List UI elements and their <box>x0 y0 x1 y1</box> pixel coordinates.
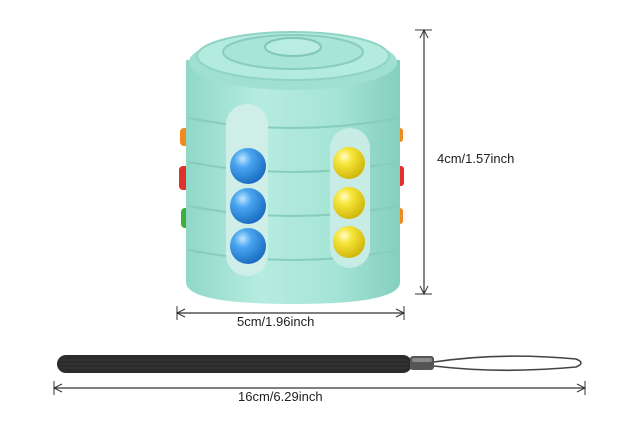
yellow-ball <box>333 226 365 258</box>
strap-length-label: 16cm/6.29inch <box>238 389 323 404</box>
width-label: 5cm/1.96inch <box>237 314 315 329</box>
height-label: 4cm/1.57inch <box>437 151 515 166</box>
strap-dimension <box>52 381 587 395</box>
blue-ball <box>230 148 266 184</box>
wrist-strap <box>57 355 582 373</box>
lid-tab <box>264 37 322 57</box>
yellow-ball <box>333 147 365 179</box>
blue-ball <box>230 188 266 224</box>
strap-cord-loop <box>433 355 582 372</box>
cylinder-toy <box>179 31 404 304</box>
width-dimension <box>175 306 406 320</box>
height-dimension <box>415 28 432 296</box>
yellow-ball <box>333 187 365 219</box>
blue-ball <box>230 228 266 264</box>
